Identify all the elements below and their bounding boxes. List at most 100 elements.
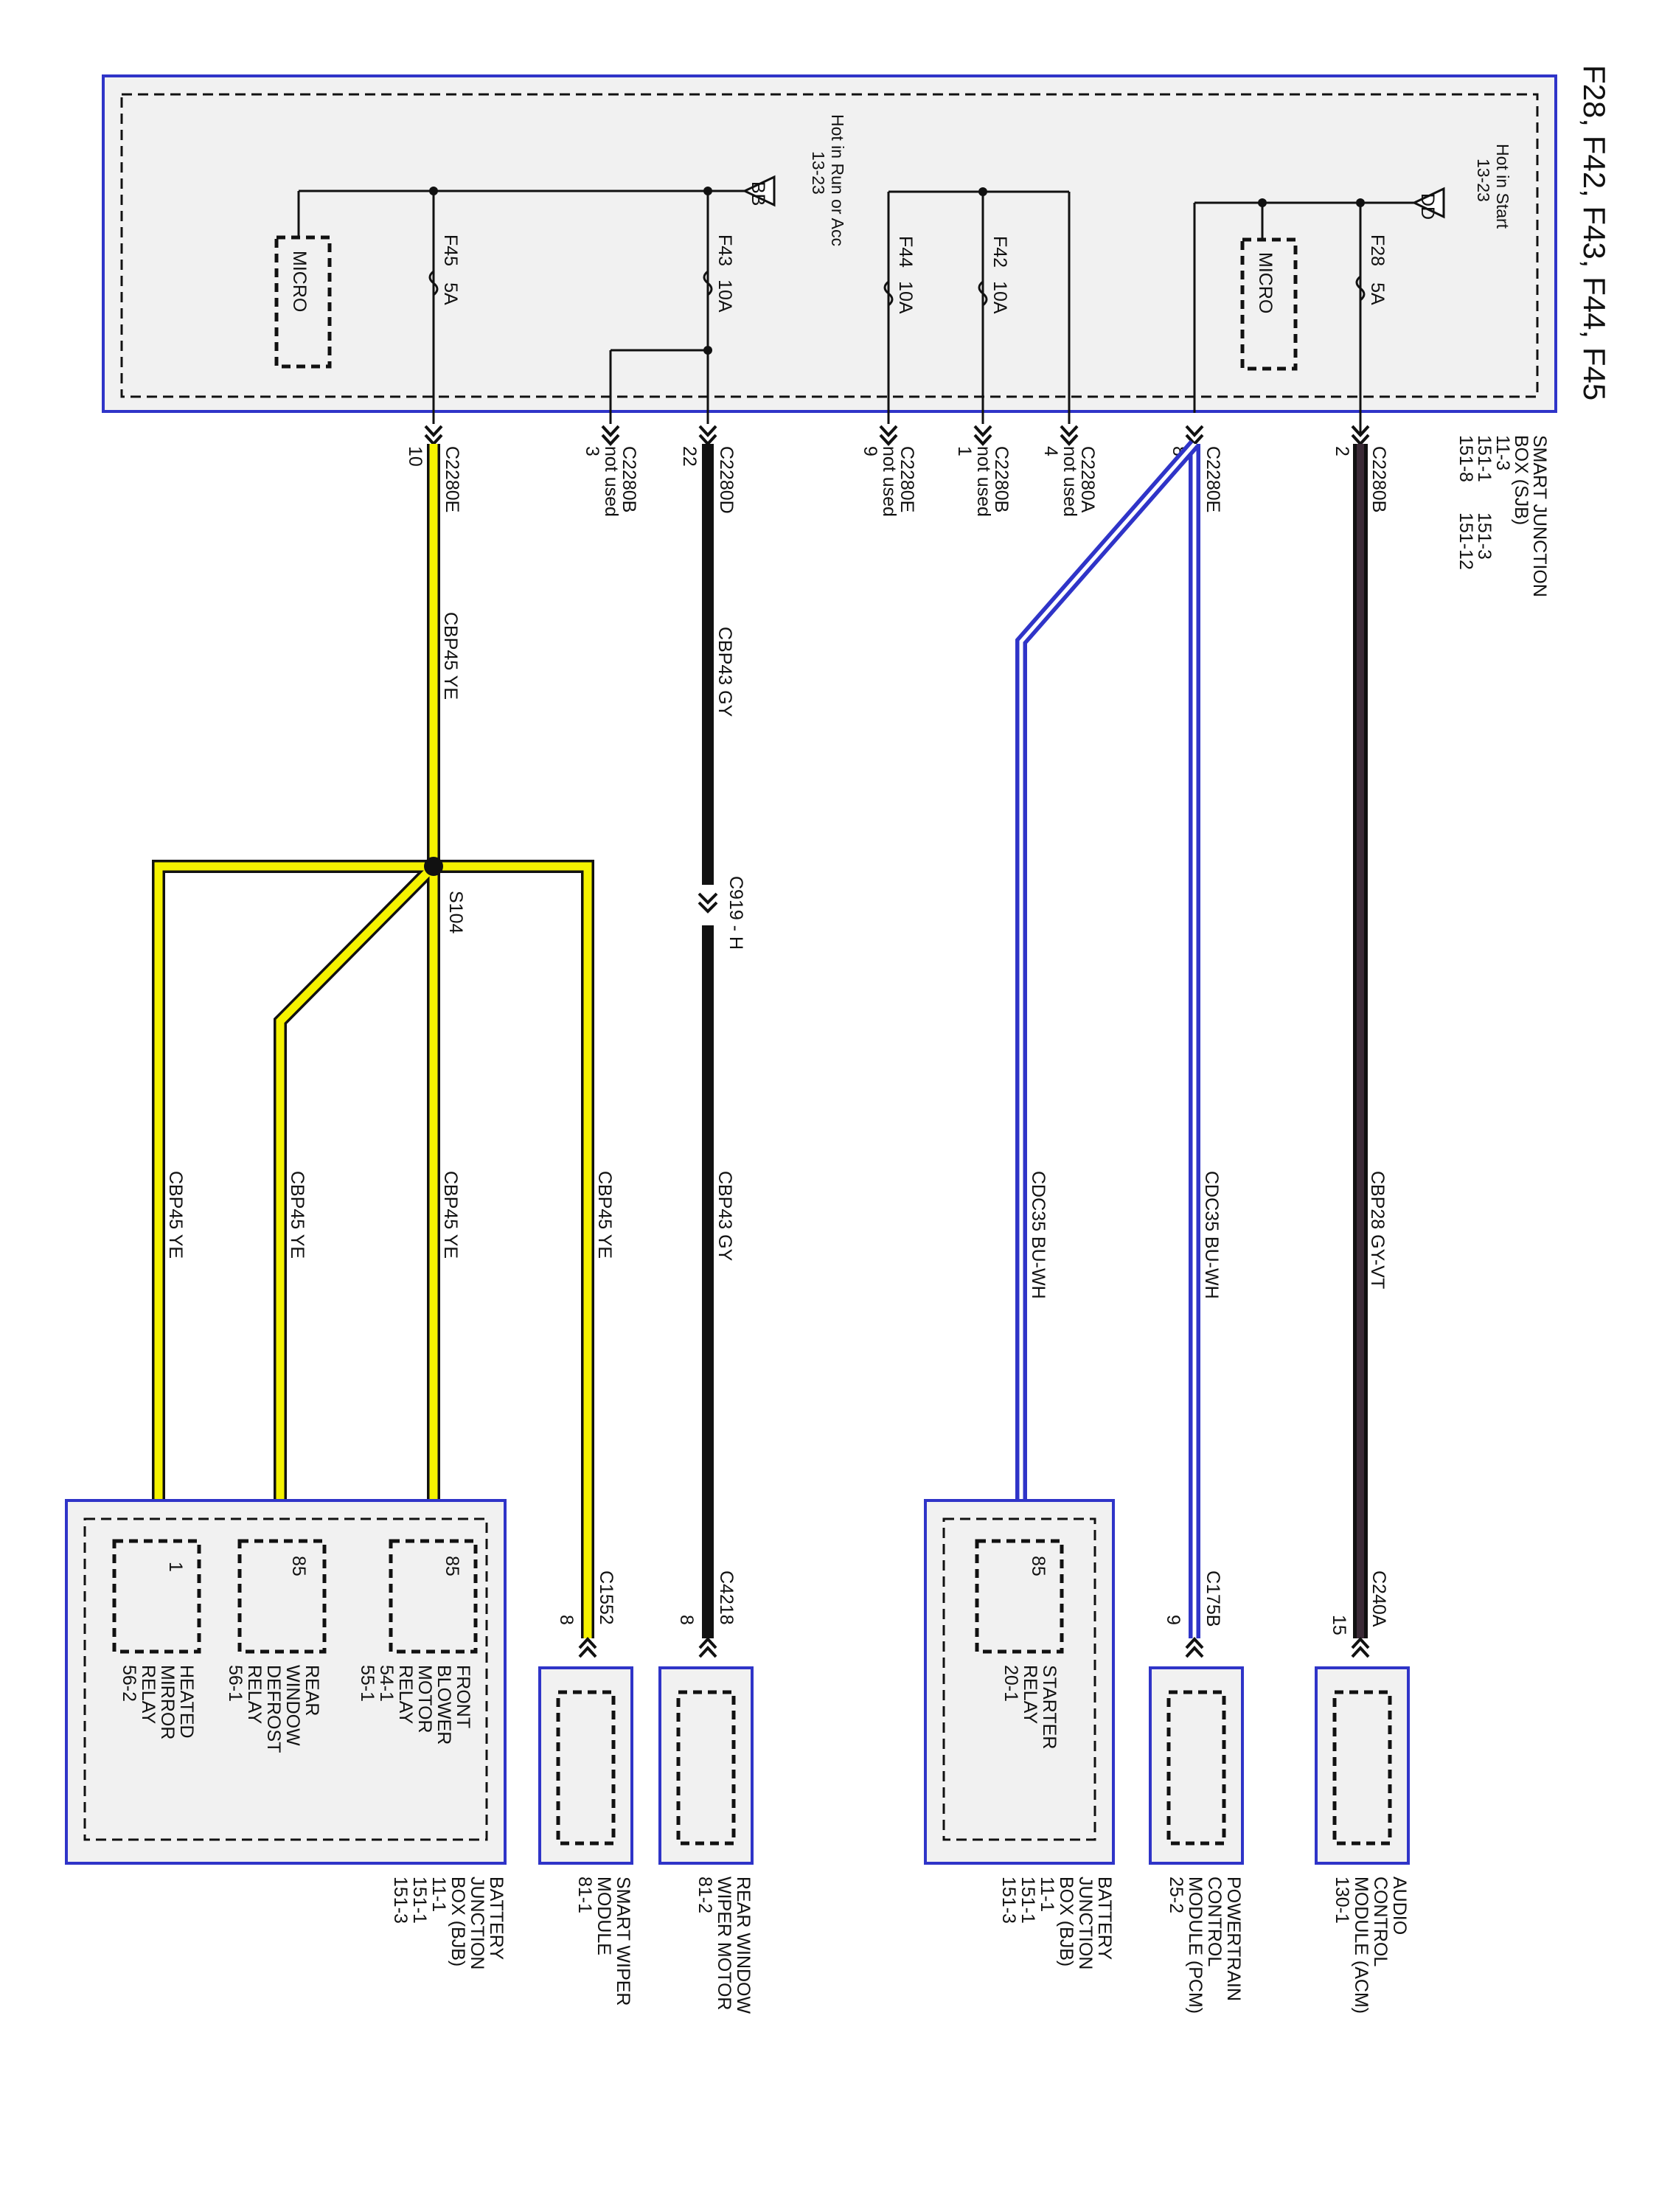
module-rwwm-line: REAR WINDOW [733, 1877, 754, 2014]
relay-mirror-line: RELAY [138, 1665, 159, 1724]
fuse-name: F44 [895, 236, 916, 268]
module-bjb2-line: 151-1 [409, 1877, 430, 1924]
relay-mirror-line: MIRROR [157, 1665, 178, 1739]
sjb-inner-dashed [120, 93, 1539, 398]
relay-defrost-line: RELAY [244, 1665, 265, 1724]
relay-pin-defrost: 85 [288, 1556, 309, 1576]
sjb-label-line: 11-3 [1492, 435, 1513, 470]
relay-starter-line: 20-1 [1001, 1665, 1021, 1702]
connector-name: C240A [1368, 1571, 1389, 1627]
relay-pin-starter: 85 [1028, 1556, 1048, 1576]
fuse-f44-label: F4410A [895, 236, 916, 314]
sjb-label-line: BOX (SJB) [1511, 435, 1531, 525]
connector-name: C175B [1203, 1571, 1223, 1627]
module-swm-line: 81-1 [574, 1877, 595, 1913]
fuse-rating: 10A [714, 279, 735, 313]
connector-c2280a-4: C2280A not used 4 [1040, 446, 1098, 517]
wire-cbp43-label-1: CBP43 GY [714, 627, 735, 717]
wire-cbp28-label: CBP28 GY-VT [1367, 1171, 1388, 1289]
connector-name: C2280E [442, 446, 462, 512]
sjb-label-line: 151-8 [1455, 435, 1476, 482]
fuse-name: F45 [440, 234, 461, 266]
module-bjb2-line: BOX (BJB) [448, 1877, 468, 1966]
hot-in-start-line: Hot in Start [1493, 144, 1512, 229]
connector-note: not used [601, 446, 622, 517]
module-bjb-line: 11-1 [1037, 1877, 1057, 1912]
fuse-f42-label: F4210A [990, 236, 1010, 314]
connector-pin: 10 [405, 446, 425, 467]
hot-in-run-line: 13-23 [809, 151, 828, 195]
sjb-label-line: 151-3 [1474, 512, 1495, 560]
connector-name: C2280B [619, 446, 639, 512]
sjb-label-line: 151-1 [1474, 435, 1495, 482]
wire-cbp45-label-blower: CBP45 YE [440, 1171, 461, 1259]
module-pcm: POWERTRAIN CONTROL MODULE (PCM) 25-2 [1149, 1666, 1244, 2014]
relay-defrost-line: 56-1 [225, 1665, 246, 1702]
module-bjb2-line: JUNCTION [467, 1877, 487, 1969]
fuse-rating: 5A [1367, 282, 1388, 305]
module-acm-line: AUDIO [1389, 1877, 1410, 1935]
hot-in-start-feed: DD Hot in Start 13-23 [1193, 144, 1512, 435]
connector-pin: 22 [679, 446, 700, 467]
sjb-box [102, 74, 1557, 413]
relay-blower-line: 54-1 [376, 1665, 397, 1702]
relay-pin-blower: 85 [442, 1556, 462, 1576]
sjb-label: SMART JUNCTION BOX (SJB) 11-3 151-1 151-… [1455, 435, 1550, 597]
connector-note: not used [1060, 446, 1080, 517]
connector-pin: 9 [860, 446, 880, 456]
connector-c240a: C240A 15 [1329, 1571, 1389, 1635]
wire-cbp45-label-main: CBP45 YE [440, 612, 461, 700]
hot-in-start-line: 13-23 [1474, 159, 1493, 202]
module-bjb-line: JUNCTION [1075, 1877, 1096, 1969]
module-pcm-line: CONTROL [1204, 1877, 1225, 1966]
fuse-f44: F4410A [895, 236, 916, 314]
connector-c2280b-3: C2280B not used 3 [582, 446, 639, 517]
module-smart-wiper: SMART WIPER MODULE 81-1 [538, 1666, 633, 2006]
connector-pin: 3 [582, 446, 602, 456]
module-acm-line: 130-1 [1332, 1877, 1352, 1924]
module-swm-line: MODULE [594, 1877, 614, 1955]
connector-pin: 15 [1329, 1615, 1349, 1635]
wire-cdc35-starter [1015, 439, 1200, 1548]
module-bjb2-line: 11-1 [428, 1877, 449, 1912]
micro-label: MICRO [289, 251, 310, 312]
connector-name: C1552 [596, 1571, 616, 1625]
connector-name: C2280E [897, 446, 917, 512]
module-bjb-line: BATTERY [1094, 1877, 1115, 1960]
connector-name: C2280A [1077, 446, 1098, 513]
wire-cbp45 [152, 444, 594, 1638]
fuse-name: F43 [714, 234, 735, 266]
hot-in-run-feed: BB Hot in Run or Acc 13-23 [297, 114, 847, 424]
module-bjb-line: 151-1 [1018, 1877, 1038, 1924]
relay-defrost-line: WINDOW [282, 1665, 303, 1746]
connector-c4218: C4218 8 [676, 1571, 737, 1625]
connector-pin: 8 [556, 1615, 577, 1625]
module-bjb-line: BOX (BJB) [1056, 1877, 1077, 1966]
diagram-title: F28, F42, F43, F44, F45 [1577, 65, 1612, 400]
relay-blower-line: 55-1 [357, 1665, 378, 1702]
relay-mirror-line: HEATED [176, 1665, 197, 1739]
fuse-f45-label: F455A [440, 234, 461, 305]
fuse-rating: 10A [895, 281, 916, 314]
connector-note: not used [879, 446, 900, 517]
relay-defrost-line: DEFROST [263, 1665, 284, 1753]
module-bjb-starter: 85 STARTER RELAY 20-1 BATTERY JUNCTION B… [924, 1499, 1115, 1969]
module-rear-wiper-motor: REAR WINDOW WIPER MOTOR 81-2 [658, 1666, 754, 2014]
micro-block-2: MICRO [274, 235, 332, 369]
connector-c2280b-1: C2280B not used 1 [954, 446, 1012, 517]
connector-pin: 9 [1163, 1615, 1183, 1625]
relay-starter-line: RELAY [1020, 1665, 1040, 1724]
relay-pin-mirror: 1 [165, 1562, 186, 1572]
connector-c2280b-2: C2280B 2 [1332, 446, 1389, 512]
fuse-f43-label: F4310A [714, 234, 735, 313]
wire-cbp45-label-defrost: CBP45 YE [287, 1171, 307, 1259]
relay-mirror-line: 56-2 [119, 1665, 139, 1702]
module-bjb2-line: BATTERY [486, 1877, 507, 1960]
fuse-f28: F285A [1355, 234, 1388, 305]
wire-cbp45-label-mirror: CBP45 YE [165, 1171, 186, 1259]
relay-blower-line: MOTOR [414, 1665, 435, 1733]
relay-blower-line: BLOWER [434, 1665, 454, 1745]
module-bjb-line: 151-3 [998, 1877, 1019, 1924]
module-pcm-line: 25-2 [1166, 1877, 1186, 1913]
